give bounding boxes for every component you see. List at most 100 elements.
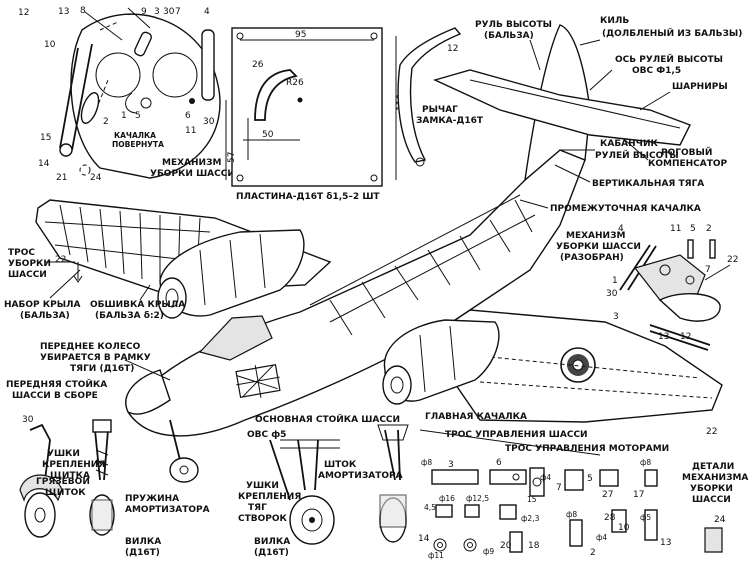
dim-d9: ф9 (483, 547, 494, 556)
retract-mechanism-exploded (619, 239, 731, 351)
exp-5: 5 (690, 224, 696, 234)
label-rocker-turned: КАЧАЛКА (114, 131, 156, 140)
label-retract-mech: МЕХАНИЗМ (162, 158, 221, 168)
label-exp-mech-2: УБОРКИ ШАССИ (556, 242, 641, 252)
callout-8: 8 (80, 6, 86, 16)
label-fin: КИЛЬ (600, 16, 629, 26)
label-nose-wheel-2: УБИРАЕТСЯ В РАМКУ (40, 353, 151, 363)
callout-15: 15 (40, 133, 51, 143)
label-details-4: ШАССИ (692, 495, 731, 505)
callout-11: 11 (185, 126, 196, 136)
canopy (198, 315, 273, 361)
label-elevator: РУЛЬ ВЫСОТЫ (475, 20, 552, 30)
roundel-center (572, 359, 584, 371)
dim-d15: 15 (527, 495, 537, 504)
exp-7: 7 (705, 265, 711, 275)
dim-d4b: ф4 (596, 533, 607, 542)
callout-21: 21 (56, 173, 67, 183)
dim-d16: ф16 (439, 494, 455, 503)
label-spring-2: АМОРТИЗАТОРА (125, 505, 210, 515)
dim-d10: 10 (618, 523, 630, 533)
dim-d8b: ф8 (566, 510, 577, 519)
dim-d8c: ф8 (640, 458, 651, 467)
label-ears-shield: УШКИ (47, 449, 80, 459)
callout-2: 2 (103, 117, 109, 127)
dim-57: 57 (227, 152, 237, 163)
dim-d5: 5 (587, 474, 593, 484)
dim-d45: 4,5 (424, 503, 436, 512)
callout-10: 10 (44, 40, 56, 50)
callout-22: 22 (55, 255, 66, 265)
callout-4: 4 (204, 7, 210, 17)
exp-11: 11 (670, 224, 681, 234)
callout-9: 9 (141, 7, 147, 17)
fuselage-frames (309, 194, 536, 336)
dim-50: 50 (262, 130, 274, 140)
label-ears-rods-3: ТЯГ (248, 503, 267, 513)
label-ears-rods-4: СТВОРОК (238, 514, 288, 524)
label-vertical-rod: ВЕРТИКАЛЬНАЯ ТЯГА (592, 179, 704, 189)
label-gear-cable: ТРОС УПРАВЛЕНИЯ ШАССИ (445, 430, 588, 440)
label-cable: ТРОС (8, 248, 35, 258)
exp-12: 12 (680, 332, 691, 342)
detail-parts (431, 467, 723, 553)
dim-d2: 2 (590, 548, 596, 558)
callout-7: 7 (175, 7, 181, 17)
dim-d14: 14 (418, 534, 430, 544)
label-wing-set: НАБОР КРЫЛА (4, 300, 80, 310)
callout-14: 14 (38, 159, 50, 169)
label-axis: ОСЬ РУЛЕЙ ВЫСОТЫ (615, 53, 723, 65)
label-nose-strut-2: ШАССИ В СБОРЕ (12, 391, 98, 401)
callout-1: 1 (121, 111, 127, 121)
exp-1: 1 (612, 276, 618, 286)
label-nose-wheel-3: ТЯГИ (Д16Т) (70, 364, 134, 374)
label-nose-wheel: ПЕРЕДНЕЕ КОЛЕСО (40, 342, 141, 352)
label-lock-lever-2: ЗАМКА-Д16Т (416, 116, 484, 126)
label-motor-cable: ТРОС УПРАВЛЕНИЯ МОТОРАМИ (505, 444, 669, 454)
label-plate: ПЛАСТИНА-Д16Т δ1,5–2 ШТ (236, 192, 380, 202)
label-wing-skin-2: (БАЛЬЗА δ:2) (95, 311, 164, 321)
horizontal-stabilizer (432, 69, 691, 146)
callout-5: 5 (135, 111, 141, 121)
label-details-3: УБОРКИ (690, 484, 733, 494)
label-wing-set-2: (БАЛЬЗА) (20, 311, 70, 321)
label-cable-3: ШАССИ (8, 270, 47, 280)
callout-24: 24 (90, 173, 102, 183)
right-engine-intake (382, 365, 412, 405)
lever-12: 12 (447, 44, 458, 54)
dim-d7: 7 (556, 483, 562, 493)
dim-d4: ф4 (540, 473, 551, 482)
label-details-2: МЕХАНИЗМА (682, 473, 748, 483)
label-shock-rod: ШТОК (324, 460, 357, 470)
retract-mechanism-assembled (59, 7, 221, 179)
dim-d13: 13 (660, 538, 671, 548)
dim-d18: 18 (528, 541, 540, 551)
exp-22: 22 (727, 255, 738, 265)
callout-6: 6 (185, 111, 191, 121)
label-ovs5: ОВС ф5 (247, 430, 286, 440)
callout-30b: 30 (203, 117, 215, 127)
dim-d3: 3 (448, 460, 454, 470)
label-ears-rods: УШКИ (246, 481, 279, 491)
label-mud: ГРЯЗЕВОЙ (36, 475, 90, 487)
dim-d27: 27 (602, 490, 613, 500)
label-horn: РОГОВЫЙ (661, 146, 712, 158)
label-wing-skin: ОБШИВКА КРЫЛА (90, 300, 185, 310)
label-details: ДЕТАЛИ (692, 462, 734, 472)
dim-26: 26 (252, 60, 264, 70)
nose-wheel (169, 457, 199, 483)
callout-tail-22: 22 (706, 427, 717, 437)
dim-d6: 6 (496, 458, 502, 468)
dim-d24: 24 (714, 515, 726, 525)
label-fork-main-2: (Д16Т) (254, 548, 289, 558)
dim-d23: ф2,3 (521, 514, 540, 523)
nose-cone (125, 369, 171, 415)
label-shock-rod-2: АМОРТИЗАТОРА (318, 471, 403, 481)
label-main-strut: ОСНОВНАЯ СТОЙКА ШАССИ (255, 413, 400, 425)
dim-d17: 17 (633, 490, 644, 500)
left-leader-lines (49, 269, 171, 381)
dim-d20: 20 (500, 541, 512, 551)
label-ears-shield-3: ЩИТКА (50, 471, 90, 481)
